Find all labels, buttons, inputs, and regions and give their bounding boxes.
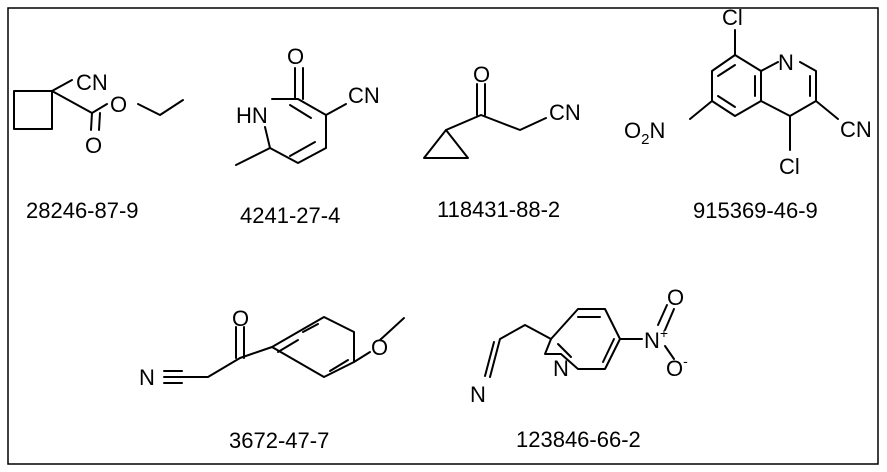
structure-3672-47-7: O N O 3672-47-7 bbox=[139, 306, 405, 453]
nitrile-nitrogen-label: N bbox=[139, 365, 155, 390]
chlorine-bottom-label: Cl bbox=[779, 154, 800, 179]
cyano-label: CN bbox=[840, 117, 872, 142]
cyano-label: CN bbox=[76, 70, 108, 95]
cas-number: 123846-66-2 bbox=[516, 427, 641, 452]
structure-28246-87-9: CN O O 28246-87-9 bbox=[13, 70, 184, 223]
cas-number: 3672-47-7 bbox=[229, 428, 329, 453]
quinoline-nitrogen-label: N bbox=[778, 50, 794, 75]
cas-number: 28246-87-9 bbox=[26, 198, 139, 223]
carbonyl-oxygen-label: O bbox=[473, 62, 490, 87]
nitrile-nitrogen-label: N bbox=[470, 382, 486, 407]
chlorine-top-label: Cl bbox=[722, 5, 743, 30]
pyridine-nitrogen-label: N bbox=[553, 356, 569, 381]
nitro-top-oxygen-label: O bbox=[667, 285, 684, 310]
carbonyl-oxygen-label: O bbox=[232, 306, 249, 331]
nitro-bottom-oxygen-label: O- bbox=[666, 353, 688, 381]
structure-4241-27-4: HN O CN 4241-27-4 bbox=[235, 44, 380, 228]
cas-number: 118431-88-2 bbox=[437, 197, 560, 222]
nitro-nitrogen-label: N+ bbox=[644, 325, 668, 353]
cyano-label: CN bbox=[348, 83, 380, 108]
structure-123846-66-2: O N+ O- N N 123846-66-2 bbox=[470, 285, 688, 452]
carbonyl-oxygen-label: O bbox=[85, 133, 102, 158]
structure-915369-46-9: Cl N O2N CN Cl 915369-46-9 bbox=[624, 5, 872, 223]
nitro-group-label: O2N bbox=[624, 118, 665, 148]
cas-number: 915369-46-9 bbox=[693, 198, 818, 223]
cyano-label: CN bbox=[549, 100, 581, 125]
hn-label: HN bbox=[236, 103, 268, 128]
structure-118431-88-2: O CN 118431-88-2 bbox=[423, 62, 581, 222]
figure-border bbox=[7, 7, 879, 465]
methoxy-oxygen-label: O bbox=[371, 335, 388, 360]
cas-number: 4241-27-4 bbox=[240, 203, 340, 228]
ester-oxygen-label: O bbox=[110, 92, 127, 117]
carbonyl-oxygen-label: O bbox=[287, 44, 304, 69]
